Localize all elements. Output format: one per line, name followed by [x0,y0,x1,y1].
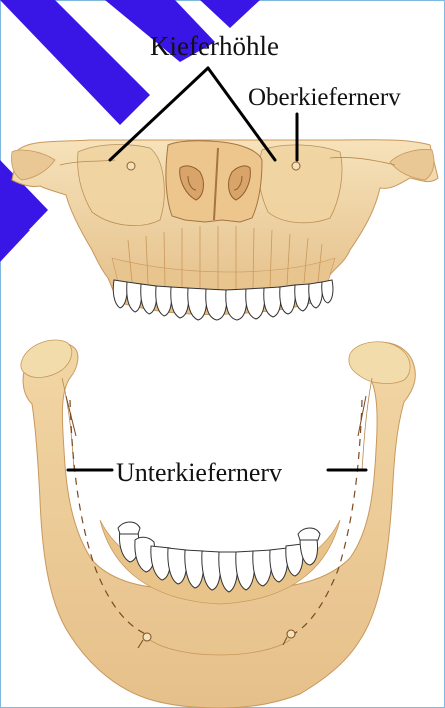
label-mandibular-nerve: Unterkiefernerv [116,460,282,486]
mandible [21,340,416,708]
mandible-bone [23,342,415,708]
label-maxillary-sinus: Kieferhöhle [150,33,279,60]
maxilla [11,140,438,315]
nerve-marker-upper [292,162,300,170]
mental-foramen-left [143,633,151,641]
label-maxillary-nerve: Oberkiefernerv [248,85,401,110]
sinus-marker-left [127,162,135,170]
mental-foramen-right [287,630,295,638]
